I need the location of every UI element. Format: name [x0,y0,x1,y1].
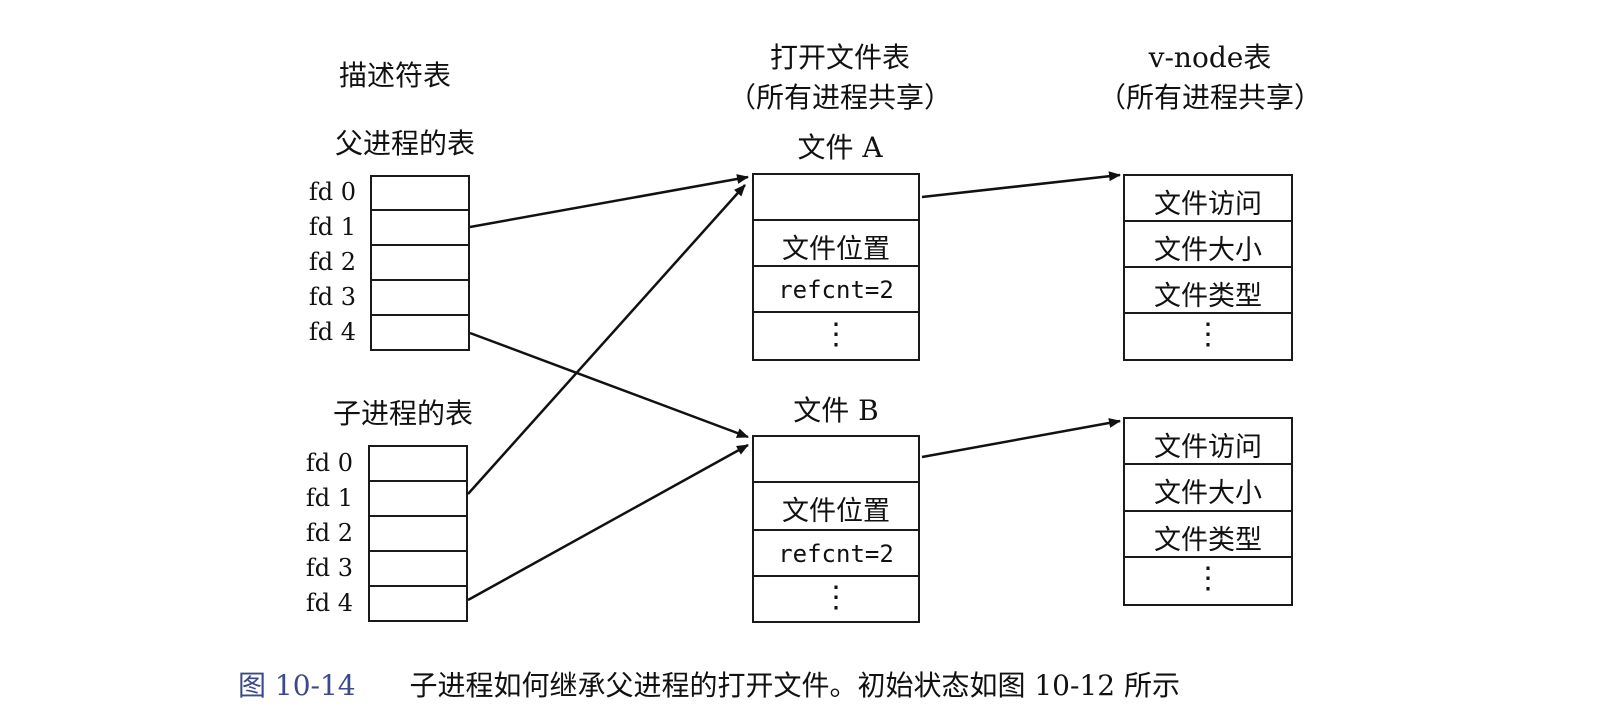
child-fd2-cell [368,515,468,552]
open-file-table-shared-note: （所有进程共享） [727,81,952,114]
child-fd3-label: fd 3 [305,554,353,582]
file-b-position-row: 文件位置 [752,481,920,531]
vnode-table-shared-note: （所有进程共享） [1097,81,1322,114]
file-b-empty-row [752,435,920,483]
file-a-position-row: 文件位置 [752,219,920,267]
vnode-a-size-label: 文件大小 [1154,235,1262,266]
vnode-b-access-label: 文件访问 [1154,432,1262,463]
vnode-b-type-row: 文件类型 [1123,510,1293,558]
vnode-b-more-row: ⋮ [1123,556,1293,606]
vnode-b-type-label: 文件类型 [1154,525,1262,556]
vnode-a-type-label: 文件类型 [1154,281,1262,312]
parent-fd3-label: fd 3 [308,283,356,311]
arrow-file-b-to-vnode-b [921,418,1121,459]
arrow-file-a-to-vnode-a [921,171,1121,199]
file-a-title: 文件 A [797,131,883,164]
vnode-a-ellipsis: ⋮ [1193,317,1223,352]
vnode-table-heading: v-node表 [1148,41,1272,74]
parent-fd2-label: fd 2 [308,248,356,276]
child-table-title: 子进程的表 [332,397,473,430]
file-b-position-label: 文件位置 [782,496,890,527]
arrow-parent-fd4-to-file-b [469,331,749,439]
child-fd3-cell [368,550,468,587]
file-a-refcnt-row: refcnt=2 [752,265,920,313]
open-file-table-heading: 打开文件表 [769,41,910,74]
parent-fd1-label: fd 1 [308,213,356,241]
child-fd4-cell [368,585,468,622]
parent-table-title: 父进程的表 [334,127,475,160]
file-b-refcnt-label: refcnt=2 [778,540,894,568]
vnode-a-size-row: 文件大小 [1123,220,1293,268]
figure-caption: 图 10-14 子进程如何继承父进程的打开文件。初始状态如图 10-12 所示 [238,664,1180,704]
figure-number: 图 10-14 [238,669,356,702]
child-fd0-cell [368,445,468,482]
vnode-a-more-row: ⋮ [1123,312,1293,361]
child-fd0-label: fd 0 [305,449,353,477]
arrow-parent-fd1-to-file-a [469,174,749,229]
file-a-more-row: ⋮ [752,311,920,361]
child-fd1-label: fd 1 [305,484,353,512]
parent-fd0-label: fd 0 [308,178,356,206]
vnode-b-size-row: 文件大小 [1123,463,1293,512]
arrow-child-fd1-to-file-a [467,184,746,495]
descriptor-table-heading: 描述符表 [338,59,451,92]
vnode-b-size-label: 文件大小 [1154,478,1262,509]
child-fd4-label: fd 4 [305,589,353,617]
file-b-ellipsis: ⋮ [821,580,851,615]
file-a-ellipsis: ⋮ [821,317,851,352]
parent-fd4-cell [370,314,470,351]
parent-fd4-label: fd 4 [308,318,356,346]
figure-caption-text: 子进程如何继承父进程的打开文件。初始状态如图 10-12 所示 [409,669,1180,702]
child-fd2-label: fd 2 [305,519,353,547]
file-a-position-label: 文件位置 [782,234,890,265]
vnode-a-access-row: 文件访问 [1123,174,1293,222]
parent-fd3-cell [370,279,470,316]
vnode-a-access-label: 文件访问 [1154,189,1262,220]
vnode-b-ellipsis: ⋮ [1193,561,1223,596]
file-b-title: 文件 B [793,394,879,427]
file-a-refcnt-label: refcnt=2 [778,276,894,304]
vnode-a-type-row: 文件类型 [1123,266,1293,314]
arrow-child-fd4-to-file-b [467,443,749,602]
file-b-more-row: ⋮ [752,575,920,623]
